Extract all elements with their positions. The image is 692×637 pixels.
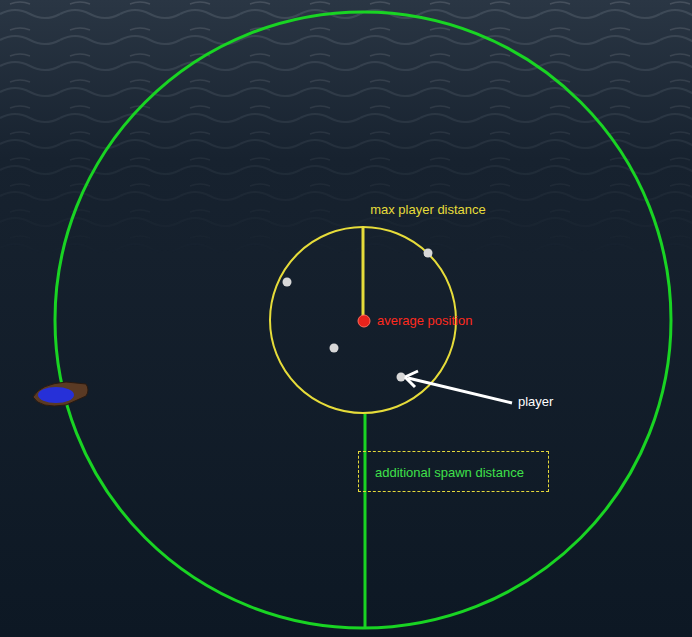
radius-line bbox=[362, 228, 365, 320]
arrow-head bbox=[405, 371, 418, 387]
box-text: additional spawn distance bbox=[375, 465, 524, 481]
player-dot bbox=[424, 249, 433, 258]
leader-arrow bbox=[408, 378, 512, 403]
average-dot bbox=[358, 315, 370, 327]
player-label: player bbox=[518, 394, 553, 410]
spawn-distance-line bbox=[364, 414, 367, 629]
player-dot bbox=[330, 344, 339, 353]
radius-label: max player distance bbox=[370, 202, 486, 218]
wave-texture bbox=[0, 0, 692, 260]
spawn-circle bbox=[55, 12, 671, 628]
player-dot bbox=[283, 278, 292, 287]
average-label: average position bbox=[377, 313, 472, 329]
player-dot bbox=[397, 373, 406, 382]
label-box: additional spawn distance bbox=[358, 451, 549, 492]
ship bbox=[33, 382, 88, 406]
